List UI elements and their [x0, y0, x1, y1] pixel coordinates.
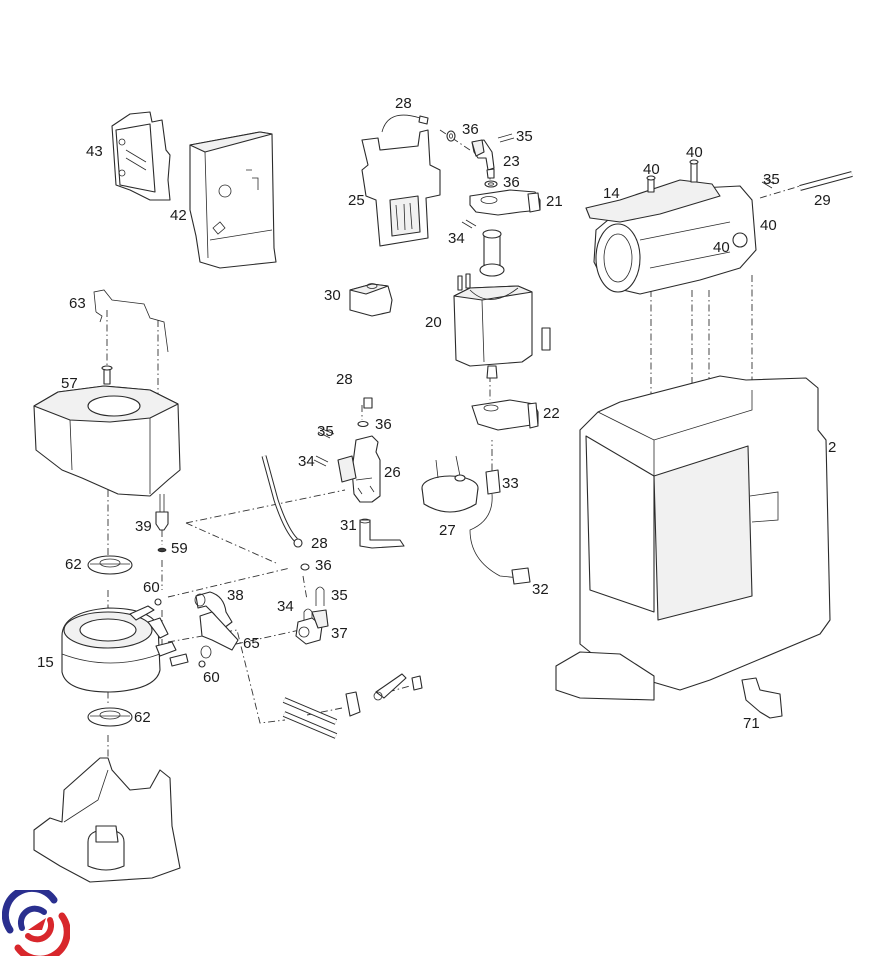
- callout-39[interactable]: 39: [135, 518, 152, 535]
- callout-30[interactable]: 30: [324, 287, 341, 304]
- callout-28[interactable]: 28: [395, 95, 412, 112]
- callout-31[interactable]: 31: [340, 517, 357, 534]
- brand-swirl-logo: [2, 890, 70, 956]
- part-brew-unit: [585, 159, 775, 295]
- part-water-filter-base: [421, 455, 531, 585]
- callout-35[interactable]: 35: [763, 171, 780, 188]
- part-o-ring-middle: [357, 420, 369, 428]
- callout-14[interactable]: 14: [603, 185, 620, 202]
- part-flow-meter: [349, 283, 393, 317]
- callout-60[interactable]: 60: [203, 669, 220, 686]
- part-hose-brew-unit: [799, 171, 853, 191]
- callout-20[interactable]: 20: [425, 314, 442, 331]
- part-pump-bracket-lower: [471, 399, 539, 431]
- callout-32[interactable]: 32: [532, 581, 549, 598]
- part-thermoblock-heater: [61, 605, 189, 693]
- callout-33[interactable]: 33: [502, 475, 519, 492]
- callout-29[interactable]: 29: [814, 192, 831, 209]
- part-wire-bracket: [93, 289, 169, 353]
- part-tube-kit: [282, 673, 423, 739]
- part-elbow-connector-group: [446, 130, 515, 188]
- callout-28[interactable]: 28: [336, 371, 353, 388]
- part-hose-lower: [261, 455, 310, 571]
- callout-34[interactable]: 34: [448, 230, 465, 247]
- callout-63[interactable]: 63: [69, 295, 86, 312]
- callout-21[interactable]: 21: [546, 193, 563, 210]
- part-heater-mount-lower: [87, 707, 133, 727]
- callout-60[interactable]: 60: [143, 579, 160, 596]
- part-washers: [154, 598, 206, 668]
- callout-38[interactable]: 38: [227, 587, 244, 604]
- logo-red-arcs: [14, 912, 70, 956]
- callout-65[interactable]: 65: [243, 635, 260, 652]
- part-heater-mount-upper: [87, 555, 133, 575]
- callout-34[interactable]: 34: [298, 453, 315, 470]
- logo-center-wedge: [28, 918, 46, 930]
- callout-23[interactable]: 23: [503, 153, 520, 170]
- callout-37[interactable]: 37: [331, 625, 348, 642]
- callout-40[interactable]: 40: [686, 144, 703, 161]
- callout-34[interactable]: 34: [277, 598, 294, 615]
- callout-36[interactable]: 36: [503, 174, 520, 191]
- callout-27[interactable]: 27: [439, 522, 456, 539]
- part-heater-cover: [33, 365, 181, 497]
- callout-62[interactable]: 62: [134, 709, 151, 726]
- callout-36[interactable]: 36: [462, 121, 479, 138]
- part-temperature-sensor: [155, 494, 169, 553]
- part-distribution-valve: [313, 427, 381, 503]
- callout-26[interactable]: 26: [384, 464, 401, 481]
- callout-22[interactable]: 22: [543, 405, 560, 422]
- part-elbow-fitting: [295, 586, 329, 645]
- part-pump-bracket-upper: [461, 189, 541, 229]
- part-hose-middle: [361, 352, 373, 409]
- part-control-board-housing: [189, 131, 277, 269]
- part-vibration-pump: [453, 229, 551, 379]
- callout-2[interactable]: 2: [828, 439, 837, 456]
- callout-35[interactable]: 35: [331, 587, 348, 604]
- part-heater-base-bracket: [33, 757, 181, 883]
- callout-62[interactable]: 62: [65, 556, 82, 573]
- callout-71[interactable]: 71: [743, 715, 760, 732]
- callout-28[interactable]: 28: [311, 535, 328, 552]
- callout-42[interactable]: 42: [170, 207, 187, 224]
- callout-40[interactable]: 40: [713, 239, 730, 256]
- callout-40[interactable]: 40: [643, 161, 660, 178]
- part-main-frame: [555, 375, 831, 719]
- callout-43[interactable]: 43: [86, 143, 103, 160]
- callout-35[interactable]: 35: [317, 423, 334, 440]
- callout-57[interactable]: 57: [61, 375, 78, 392]
- callout-36[interactable]: 36: [315, 557, 332, 574]
- part-valve-assembly: [361, 114, 441, 247]
- callout-36[interactable]: 36: [375, 416, 392, 433]
- part-electronics-holder-bracket: [111, 111, 171, 201]
- callout-40[interactable]: 40: [760, 217, 777, 234]
- callout-59[interactable]: 59: [171, 540, 188, 557]
- logo-blue-arcs: [2, 890, 58, 934]
- callout-35[interactable]: 35: [516, 128, 533, 145]
- callout-25[interactable]: 25: [348, 192, 365, 209]
- callout-15[interactable]: 15: [37, 654, 54, 671]
- part-elbow-hose: [359, 518, 405, 549]
- part-silicone-elbow: [194, 591, 239, 659]
